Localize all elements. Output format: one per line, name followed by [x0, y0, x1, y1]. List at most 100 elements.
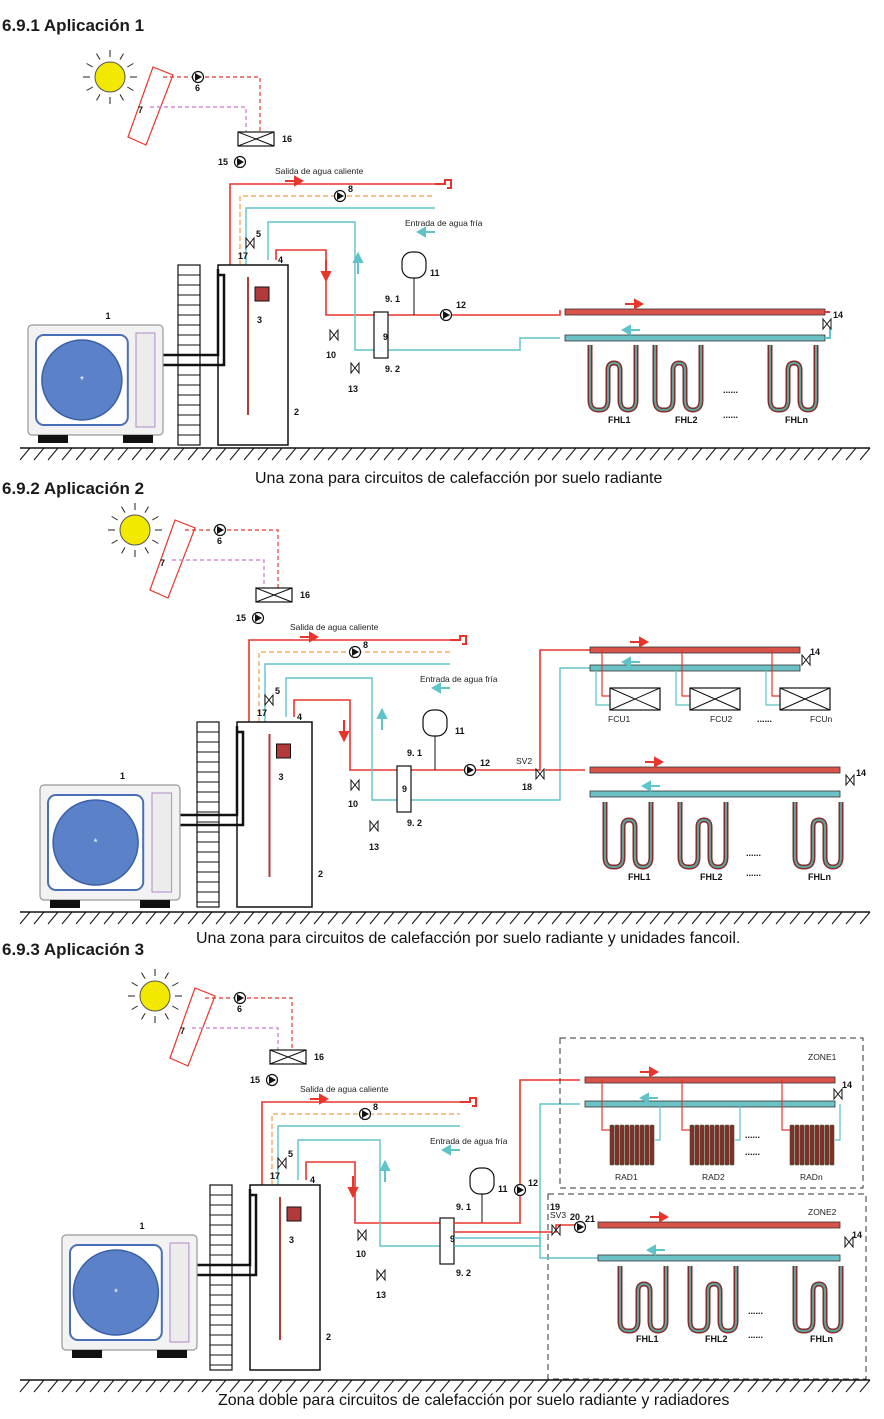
ground-hatch	[47, 911, 59, 925]
label-num_9_1: 9. 1	[407, 748, 422, 758]
hot-flow-arrow	[310, 1093, 330, 1105]
pump-triangle	[237, 994, 244, 1002]
cold-water-label: Entrada de agua fría	[405, 218, 483, 228]
ground-hatch	[229, 1379, 241, 1393]
zone2-supply-arrow	[650, 1211, 670, 1223]
ground-hatch	[397, 447, 409, 461]
refrigerant-pipe	[197, 1189, 252, 1267]
radiator-fin	[799, 1124, 805, 1166]
sun-ray	[121, 506, 126, 513]
valve-5-icon	[264, 693, 274, 707]
label-num_6: 6	[237, 1004, 242, 1014]
manifold	[589, 646, 801, 654]
ground-hatch	[831, 447, 843, 461]
section-2-heading: 6.9.2 Aplicación 2	[2, 479, 145, 498]
radiator-fin	[609, 1124, 615, 1166]
hot-water-tap-icon	[450, 635, 467, 645]
supply-flow-arrow	[347, 1176, 359, 1199]
ground-hatch	[257, 447, 269, 461]
sun-ray	[127, 63, 134, 68]
radiator-pipe	[735, 1104, 741, 1141]
ground-hatch	[383, 1379, 395, 1393]
sun-ray	[121, 547, 126, 554]
fcu-pipe	[681, 650, 690, 697]
ground-hatch	[607, 911, 619, 925]
radiator-pipe	[781, 1080, 790, 1131]
label-num_7: 7	[138, 105, 143, 115]
loop-inner	[769, 345, 817, 412]
label-dots: ......	[745, 1130, 760, 1140]
heating-return-pipe	[285, 667, 590, 801]
sun-ray	[111, 539, 118, 544]
sun-ray	[131, 982, 138, 987]
loop-inner	[604, 802, 652, 869]
manifold-return-arrow	[620, 324, 640, 336]
label-num_2: 2	[318, 869, 323, 879]
label-num_12: 12	[528, 1178, 538, 1188]
label-dots: ......	[723, 410, 738, 420]
ground-hatch	[103, 911, 115, 925]
loop-outer	[792, 802, 844, 870]
valve-14-icon	[844, 1235, 854, 1249]
sun-disc	[119, 514, 151, 546]
ground-hatch	[453, 1379, 465, 1393]
tank-body	[249, 1184, 321, 1371]
sun-disc	[139, 980, 171, 1012]
heating-supply-pipe	[305, 1161, 440, 1224]
floor-loop-n	[767, 345, 819, 413]
label-num_3: 3	[279, 772, 284, 782]
cold-flow-arrow	[440, 1144, 460, 1156]
ground-hatch	[341, 911, 353, 925]
ground-hatch	[61, 1379, 73, 1393]
zone1-supply-pipe	[454, 1079, 580, 1224]
tank-body	[236, 721, 313, 908]
valve-5-icon	[245, 236, 255, 250]
label-num_2: 2	[326, 1332, 331, 1342]
sun-icon	[128, 969, 182, 1023]
ground-hatch	[215, 1379, 227, 1393]
radiator-fin	[824, 1124, 830, 1166]
loop-inner	[654, 345, 702, 412]
fan-hub: *	[114, 1288, 118, 1299]
ground-hatch	[131, 1379, 143, 1393]
label-num_6: 6	[217, 536, 222, 546]
ground-hatch	[761, 911, 773, 925]
ground-hatch	[649, 447, 661, 461]
floor-loop-2	[652, 345, 704, 413]
return-flow-arrow	[379, 1159, 391, 1182]
ground-hatch	[621, 911, 633, 925]
radiator-fin	[709, 1124, 715, 1166]
label-num_14: 14	[810, 647, 820, 657]
manifold	[564, 334, 826, 342]
ground-hatch	[439, 1379, 451, 1393]
ground-hatch	[145, 1379, 157, 1393]
label-num_9_2: 9. 2	[456, 1268, 471, 1278]
ground-hatch	[145, 911, 157, 925]
ground-hatch	[271, 1379, 283, 1393]
ground-hatch	[355, 447, 367, 461]
ground-hatch	[117, 1379, 129, 1393]
ground-hatch	[677, 911, 689, 925]
zone2-return-pipe	[454, 1237, 600, 1259]
ground-hatch	[131, 911, 143, 925]
ground-hatch	[481, 447, 493, 461]
wall-outline	[209, 1184, 233, 1371]
cross	[689, 687, 741, 711]
ground-hatch	[495, 911, 507, 925]
label-fcu2: FCU2	[710, 714, 732, 724]
radiator-pipe	[835, 1104, 841, 1141]
ground-hatch	[649, 1379, 661, 1393]
label-num_15: 15	[250, 1075, 260, 1085]
ground-hatch	[761, 1379, 773, 1393]
radiator-pipe	[601, 1080, 610, 1131]
ground-hatch	[397, 1379, 409, 1393]
ground-hatch	[705, 1379, 717, 1393]
label-num_8: 8	[373, 1102, 378, 1112]
ground-hatch	[761, 447, 773, 461]
control-panel-icon	[276, 743, 291, 759]
ground-hatch	[355, 1379, 367, 1393]
label-num_5: 5	[275, 686, 280, 696]
foot	[140, 900, 170, 908]
radiator-fin	[819, 1124, 825, 1166]
ground-hatch	[313, 447, 325, 461]
